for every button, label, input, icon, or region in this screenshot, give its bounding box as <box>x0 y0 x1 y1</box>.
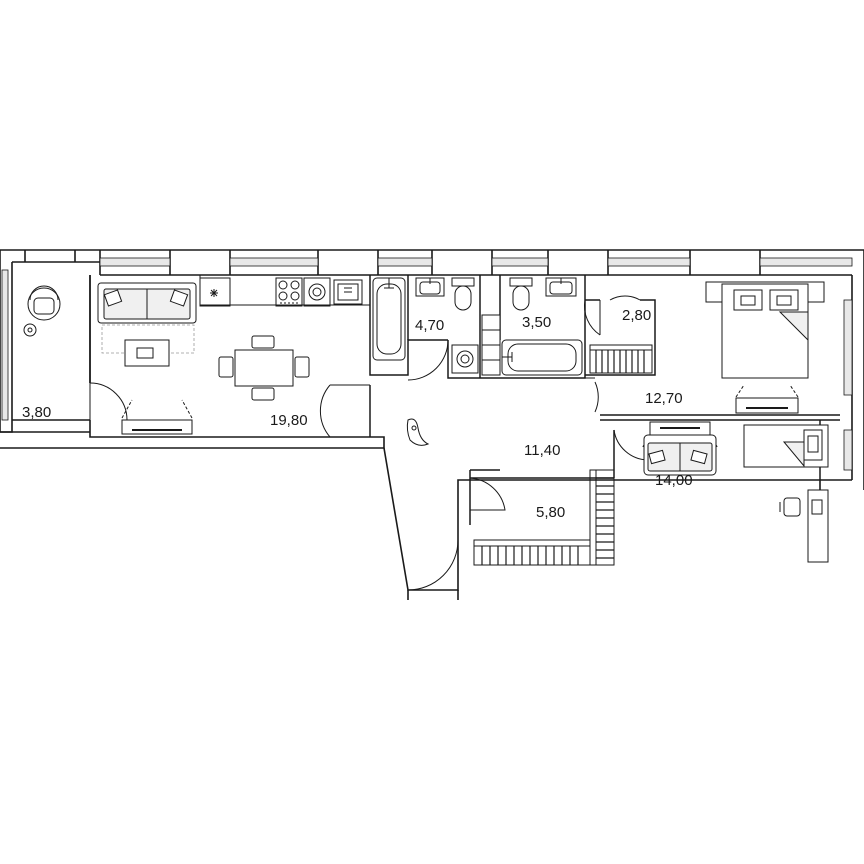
robot-vacuum-icon <box>23 323 37 337</box>
sofa-icon <box>643 434 717 476</box>
snowflake-icon <box>210 289 218 297</box>
sofa-icon <box>97 282 197 324</box>
wardrobe-icon <box>589 469 615 566</box>
room-area-closet-1: 2,80 <box>622 307 651 324</box>
sink-icon <box>545 277 577 297</box>
sink-icon <box>415 277 445 297</box>
room-area-bathroom-2: 3,50 <box>522 314 551 331</box>
room-area-living-kitchen: 19,80 <box>270 412 308 429</box>
wardrobe-icon <box>473 539 591 566</box>
room-area-closet-2: 5,80 <box>536 504 565 521</box>
stove-icon <box>275 277 303 307</box>
armchair-icon <box>27 285 61 321</box>
wardrobe-icon <box>589 344 653 374</box>
toilet-icon <box>451 277 475 311</box>
room-area-bathroom-1: 4,70 <box>415 317 444 334</box>
shelf-icon <box>481 314 501 376</box>
sink-icon <box>333 279 363 305</box>
desk-icon <box>807 489 829 563</box>
room-area-hall: 11,40 <box>524 442 560 459</box>
washing-machine-icon <box>451 344 479 374</box>
bathtub-icon <box>372 277 406 361</box>
washing-machine-icon <box>303 277 331 307</box>
fridge-icon <box>199 277 231 307</box>
double-bed-icon <box>705 281 825 379</box>
single-bed-icon <box>743 424 829 468</box>
tv-icon <box>735 384 799 414</box>
bathtub-icon <box>501 339 583 376</box>
dining-table-icon <box>218 335 310 401</box>
tv-icon <box>121 399 193 435</box>
window-icon <box>1 257 853 471</box>
toilet-icon <box>509 277 533 311</box>
room-area-balcony: 3,80 <box>22 404 51 421</box>
door-icon <box>89 295 649 591</box>
room-area-bedroom-1: 12,70 <box>645 390 683 407</box>
coffee-table-icon <box>124 339 170 367</box>
chair-icon <box>779 497 801 517</box>
room-area-bedroom-2: 14,00 <box>655 472 693 489</box>
robot-vacuum-icon <box>406 418 430 446</box>
